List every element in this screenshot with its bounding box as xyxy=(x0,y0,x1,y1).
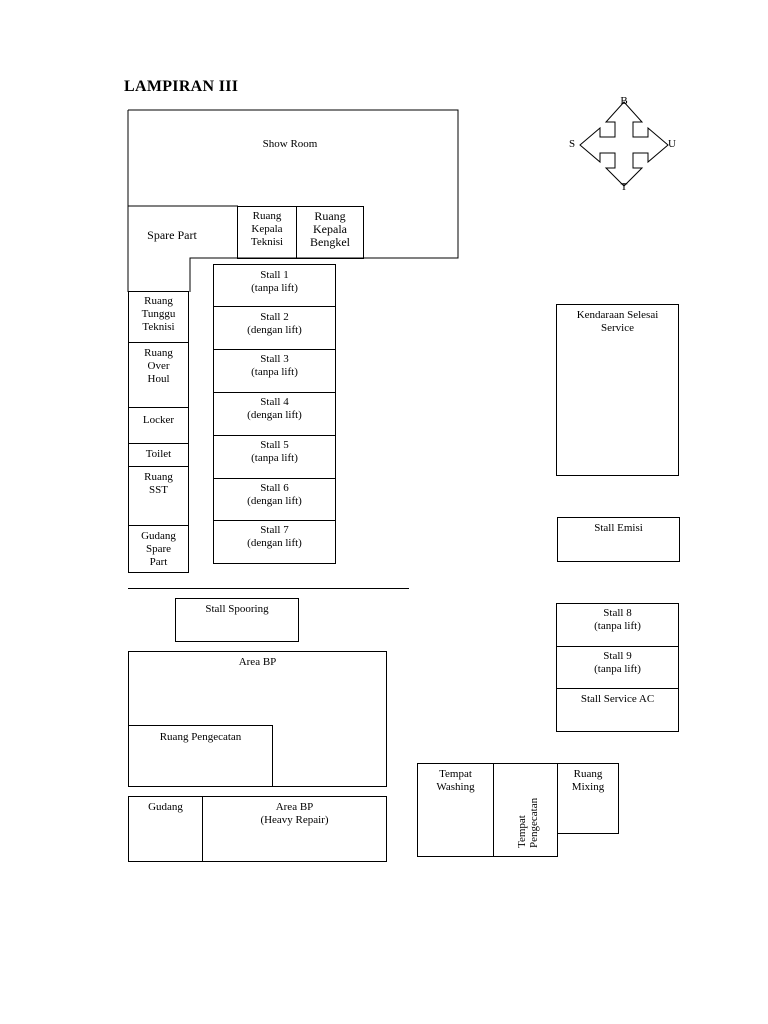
gudang-spare-part-label: Gudang Spare Part xyxy=(141,530,176,568)
area-bp-heavy-repair-label: Area BP (Heavy Repair) xyxy=(260,801,329,826)
kendaraan-selesai-service: Kendaraan Selesai Service xyxy=(556,304,679,476)
compass-icon xyxy=(579,101,669,187)
ruang-mixing: Ruang Mixing xyxy=(557,763,619,834)
ruang-kepala-bengkel-label: Ruang Kepala Bengkel xyxy=(310,209,350,249)
ruang-pengecatan: Ruang Pengecatan xyxy=(128,725,273,787)
toilet-label: Toilet xyxy=(145,448,172,460)
ruang-kepala-teknisi: Ruang Kepala Teknisi xyxy=(237,206,297,259)
stall-4: Stall 4 (dengan lift) xyxy=(213,392,336,436)
ruang-tunggu-teknisi: Ruang Tunggu Teknisi xyxy=(128,291,189,343)
page-title: LAMPIRAN III xyxy=(124,78,239,95)
ruang-mixing-label: Ruang Mixing xyxy=(571,768,605,793)
stall-5: Stall 5 (tanpa lift) xyxy=(213,435,336,479)
ruang-tunggu-teknisi-label: Ruang Tunggu Teknisi xyxy=(141,295,176,333)
toilet: Toilet xyxy=(128,443,189,467)
stall-7-label: Stall 7 (dengan lift) xyxy=(247,524,302,549)
locker-label: Locker xyxy=(142,414,175,426)
stall-7: Stall 7 (dengan lift) xyxy=(213,520,336,564)
divider-line xyxy=(128,588,409,589)
show-room-label: Show Room xyxy=(262,138,318,150)
compass-east-label: T xyxy=(620,181,628,193)
gudang: Gudang xyxy=(128,796,203,862)
stall-spooring: Stall Spooring xyxy=(175,598,299,642)
gudang-spare-part: Gudang Spare Part xyxy=(128,525,189,573)
compass-north-label: U xyxy=(668,138,676,150)
stall-4-label: Stall 4 (dengan lift) xyxy=(247,396,302,421)
stall-emisi: Stall Emisi xyxy=(557,517,680,562)
stall-1: Stall 1 (tanpa lift) xyxy=(213,264,336,307)
compass-west-label: B xyxy=(620,95,628,107)
ruang-over-houl: Ruang Over Houl xyxy=(128,342,189,408)
compass-south-label: S xyxy=(568,138,576,150)
area-bp-heavy-repair: Area BP (Heavy Repair) xyxy=(202,796,387,862)
stall-3: Stall 3 (tanpa lift) xyxy=(213,349,336,393)
tempat-pengecatan-label: Tempat Pengecatan xyxy=(516,797,540,848)
stall-8: Stall 8 (tanpa lift) xyxy=(556,603,679,647)
tempat-pengecatan: Tempat Pengecatan xyxy=(493,763,558,857)
area-bp-label: Area BP xyxy=(238,656,277,668)
stall-2: Stall 2 (dengan lift) xyxy=(213,306,336,350)
ruang-pengecatan-label: Ruang Pengecatan xyxy=(159,731,242,743)
kendaraan-selesai-service-label: Kendaraan Selesai Service xyxy=(576,309,659,334)
ruang-over-houl-label: Ruang Over Houl xyxy=(144,347,173,385)
stall-2-label: Stall 2 (dengan lift) xyxy=(247,311,302,336)
stall-9-label: Stall 9 (tanpa lift) xyxy=(594,650,641,675)
stall-5-label: Stall 5 (tanpa lift) xyxy=(251,439,298,464)
stall-1-label: Stall 1 (tanpa lift) xyxy=(251,269,298,294)
tempat-washing: Tempat Washing xyxy=(417,763,494,857)
stall-3-label: Stall 3 (tanpa lift) xyxy=(251,353,298,378)
stall-9: Stall 9 (tanpa lift) xyxy=(556,646,679,689)
stall-service-ac-label: Stall Service AC xyxy=(580,693,655,705)
stall-6-label: Stall 6 (dengan lift) xyxy=(247,482,302,507)
ruang-sst: Ruang SST xyxy=(128,466,189,526)
ruang-kepala-bengkel: Ruang Kepala Bengkel xyxy=(296,206,364,259)
ruang-sst-label: Ruang SST xyxy=(144,471,173,496)
gudang-label: Gudang xyxy=(148,801,183,813)
tempat-washing-label: Tempat Washing xyxy=(436,768,475,793)
ruang-kepala-teknisi-label: Ruang Kepala Teknisi xyxy=(250,210,284,248)
stall-emisi-label: Stall Emisi xyxy=(594,522,643,534)
spare-part-label: Spare Part xyxy=(147,228,197,242)
stall-6: Stall 6 (dengan lift) xyxy=(213,478,336,521)
stall-service-ac: Stall Service AC xyxy=(556,688,679,732)
stall-spooring-label: Stall Spooring xyxy=(205,603,269,615)
stall-8-label: Stall 8 (tanpa lift) xyxy=(594,607,641,632)
locker: Locker xyxy=(128,407,189,444)
